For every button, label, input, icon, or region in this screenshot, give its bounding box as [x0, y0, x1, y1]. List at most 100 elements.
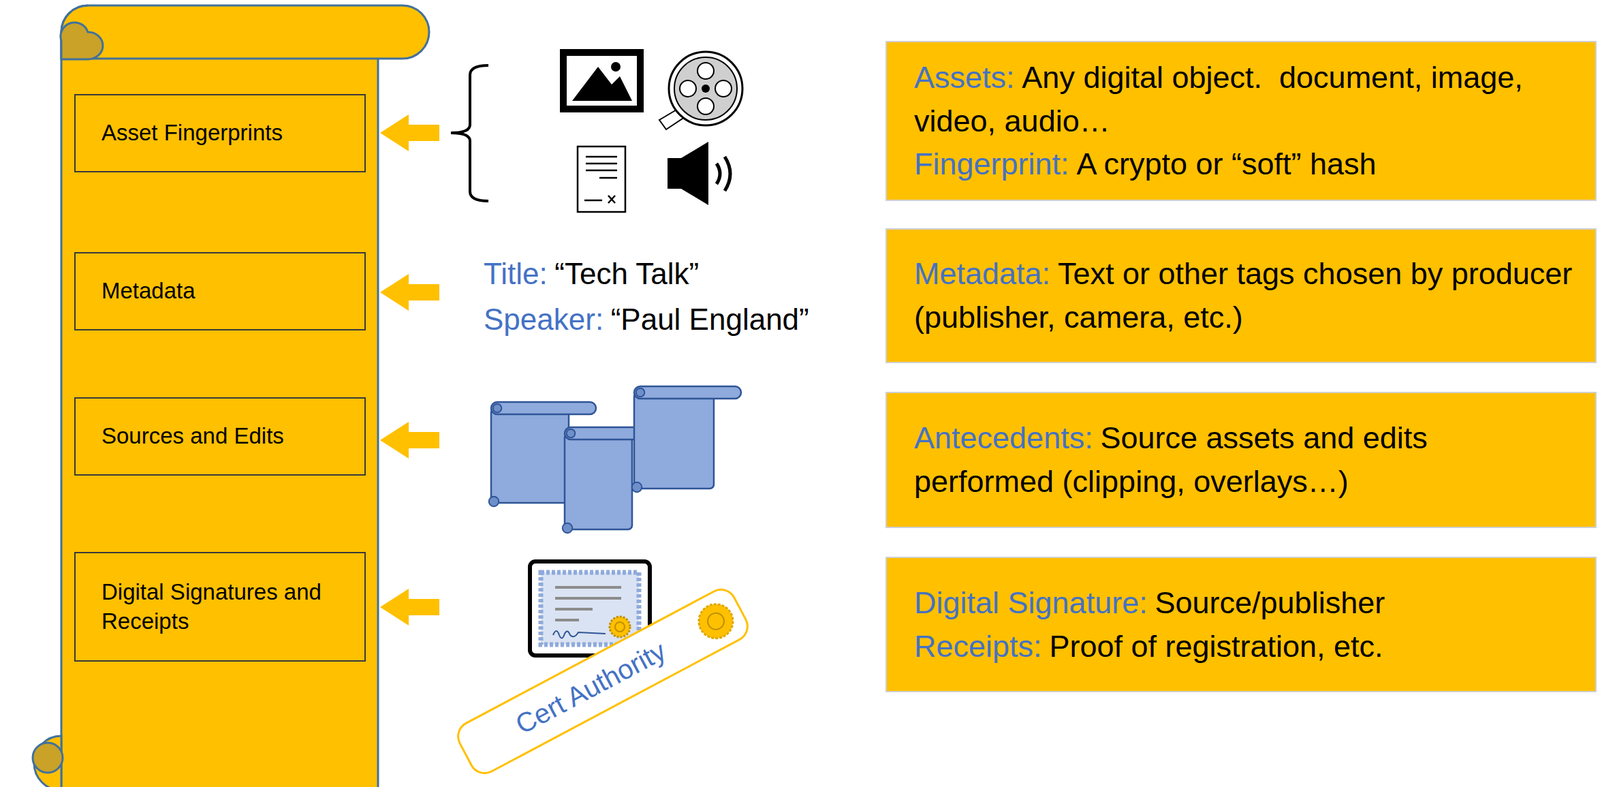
metadata-example: Title:“Tech Talk”	[483, 256, 699, 292]
metadata-key: Title:	[483, 256, 548, 292]
scroll-curl	[562, 523, 573, 533]
field-name: Asset Fingerprints	[101, 118, 351, 148]
source-scroll	[632, 386, 742, 492]
manifest-field-box: Metadata	[74, 252, 366, 331]
explanation-box: Assets:Any digital object. document, ima…	[885, 40, 1597, 201]
manifest-scroll	[32, 5, 430, 787]
scroll-top-roll	[61, 5, 430, 59]
image-sun	[610, 61, 621, 72]
metadata-value: “Tech Talk”	[554, 256, 699, 292]
pointer-arrow	[380, 421, 440, 459]
manifest-field-box: Asset Fingerprints	[74, 93, 366, 173]
definition: Fingerprint:A crypto or “soft” hash	[914, 142, 1575, 186]
scroll-top-curl	[60, 22, 103, 60]
term: Metadata:	[914, 256, 1051, 291]
metadata-key: Speaker:	[483, 301, 604, 338]
image-mountains	[572, 66, 633, 101]
metadata-value: “Paul England”	[610, 301, 810, 338]
scroll-curl	[636, 388, 646, 398]
term: Receipts:	[914, 628, 1043, 664]
term-description: Proof of registration, etc.	[1048, 628, 1383, 664]
scroll-bottom-curl	[32, 742, 63, 773]
node-content: Digital Signature:Source/publisherReceip…	[914, 581, 1575, 669]
certificate-line	[555, 585, 622, 589]
scroll-sheet	[491, 408, 569, 503]
scroll-curl	[493, 403, 503, 413]
term-description: A crypto or “soft” hash	[1076, 146, 1376, 182]
pointer-arrow	[380, 114, 440, 152]
explanation-box: Antecedents:Source assets and edits perf…	[885, 391, 1597, 528]
reel-hub	[701, 84, 710, 93]
manifest-field-box: Digital Signatures and Receipts	[74, 551, 366, 662]
film-reel-icon	[659, 51, 743, 130]
reel-hole	[679, 80, 697, 97]
definition: Receipts:Proof of registration, etc.	[914, 624, 1575, 669]
bracket	[450, 65, 489, 201]
reel-hole	[697, 62, 714, 80]
ribbon-seal-ring	[704, 610, 727, 633]
sound-wave	[716, 163, 720, 184]
node-content: Metadata	[101, 276, 351, 306]
node-content: Sources and Edits	[101, 421, 351, 451]
pointer-arrows	[380, 114, 440, 626]
pointer-arrow	[380, 588, 440, 626]
speaker-body	[667, 158, 683, 189]
reel-hole	[715, 80, 732, 97]
node-content: Antecedents:Source assets and edits perf…	[914, 416, 1575, 504]
signature-line	[584, 199, 603, 202]
field-name: Sources and Edits	[101, 421, 351, 451]
term-description: Source/publisher	[1154, 585, 1385, 620]
term: Digital Signature:	[914, 585, 1148, 620]
scroll-sheet	[564, 433, 633, 530]
definition: Antecedents:Source assets and edits perf…	[914, 416, 1575, 504]
document-line	[599, 177, 618, 180]
certificate-seal	[609, 616, 631, 637]
document-page	[577, 146, 626, 212]
signature-mark	[608, 195, 616, 203]
reel-face	[674, 57, 737, 120]
explanation-box: Digital Signature:Source/publisherReceip…	[885, 556, 1597, 693]
node-content: Digital Signatures and Receipts	[101, 577, 351, 637]
explanation-box: Metadata:Text or other tags chosen by pr…	[885, 228, 1597, 364]
sound-wave	[724, 156, 731, 191]
scroll-curl	[566, 429, 576, 438]
node-content: Asset Fingerprints	[101, 118, 351, 148]
document-line	[585, 155, 618, 159]
pointer-arrow	[380, 273, 440, 311]
term: Fingerprint:	[914, 146, 1070, 182]
definition: Metadata:Text or other tags chosen by pr…	[914, 252, 1575, 340]
scroll-roll	[634, 386, 742, 399]
image-frame	[559, 49, 644, 113]
speaker-icon	[667, 141, 731, 206]
signature-mark	[608, 195, 616, 203]
term: Antecedents:	[914, 420, 1094, 456]
term: Assets:	[914, 59, 1015, 95]
node-content: Assets:Any digital object. document, ima…	[914, 55, 1575, 187]
node-content: Metadata:Text or other tags chosen by pr…	[914, 252, 1575, 340]
scroll-sheet	[634, 392, 714, 489]
scroll-curl	[489, 496, 499, 507]
definition: Digital Signature:Source/publisher	[914, 581, 1575, 625]
document-line	[585, 169, 618, 172]
scroll-curl	[632, 482, 642, 492]
certificate-line	[555, 607, 593, 611]
field-name: Metadata	[101, 276, 351, 306]
metadata-example: Speaker:“Paul England”	[483, 301, 810, 338]
certificate-seal-ring	[615, 621, 625, 632]
speaker-cone	[681, 141, 709, 206]
ribbon-label: Cert Authority	[510, 634, 671, 740]
certificate-line	[555, 596, 622, 600]
reel-hole	[697, 98, 714, 115]
reel-rim	[668, 51, 743, 126]
certificate-line	[555, 618, 579, 622]
ribbon-seal	[692, 598, 740, 645]
scroll-roll	[491, 401, 596, 415]
definition: Assets:Any digital object. document, ima…	[914, 55, 1575, 144]
document-line	[585, 162, 618, 165]
manifest-field-box: Sources and Edits	[74, 397, 366, 476]
source-scrolls	[489, 386, 742, 533]
image-mat	[566, 55, 637, 106]
scroll-body	[61, 32, 379, 787]
certificate-signature	[553, 630, 606, 639]
